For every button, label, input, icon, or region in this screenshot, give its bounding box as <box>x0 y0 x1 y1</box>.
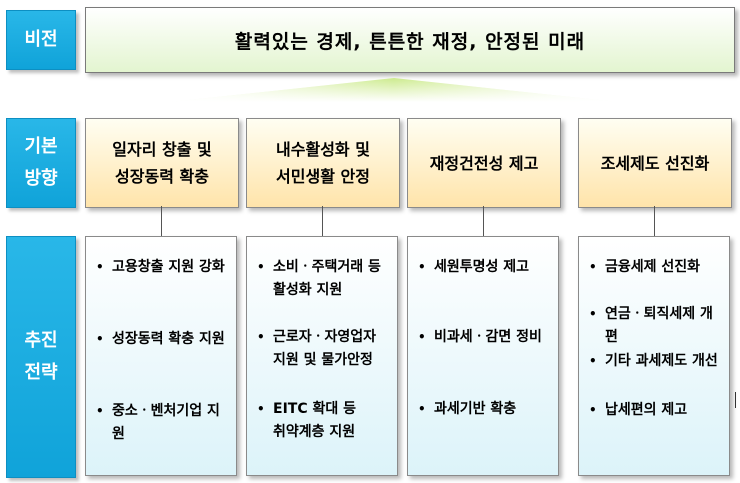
direction-4-line1: 조세제도 선진화 <box>600 153 710 173</box>
direction-label: 기본 방향 <box>6 118 76 208</box>
bullet-icon: • <box>96 404 104 418</box>
strategy-item-text: 소비ㆍ주택거래 등 활성화 지원 <box>273 259 381 298</box>
strategy-box-1: • 고용창출 지원 강화 • 성장동력 확충 지원 • 중소ㆍ벤처기업 지원 <box>85 236 237 476</box>
strategy-item-text: 근로자ㆍ자영업자 지원 및 물가안정 <box>273 329 377 368</box>
bullet-icon: • <box>589 260 597 274</box>
bullet-icon: • <box>589 354 597 368</box>
strategy-item: • 고용창출 지원 강화 <box>96 256 232 279</box>
direction-label-line2: 방향 <box>24 168 58 189</box>
strategy-label-line2: 전략 <box>24 362 58 383</box>
strategy-item-text: 비과세ㆍ감면 정비 <box>434 329 542 345</box>
strategy-box-4: • 금융세제 선진화 • 연금ㆍ퇴직세제 개편 • 기타 과세제도 개선 • 납… <box>578 236 730 476</box>
vision-text: 활력있는 경제, 튼튼한 재정, 안정된 미래 <box>234 30 586 53</box>
strategy-item: • 성장동력 확충 지원 <box>96 328 232 351</box>
direction-2-line2: 서민생활 안정 <box>276 167 370 186</box>
direction-1-line2: 성장동력 확충 <box>115 167 209 186</box>
strategy-item: • 중소ㆍ벤처기업 지원 <box>96 400 232 446</box>
strategy-box-3: • 세원투명성 제고 • 비과세ㆍ감면 정비 • 과세기반 확충 <box>407 236 559 476</box>
strategy-label: 추진 전략 <box>6 236 76 478</box>
connector-3 <box>483 206 484 237</box>
strategy-item-text: 연금ㆍ퇴직세제 개편 <box>605 306 713 345</box>
vision-box: 활력있는 경제, 튼튼한 재정, 안정된 미래 <box>85 7 735 73</box>
vision-arrow <box>170 78 618 102</box>
strategy-item: • 금융세제 선진화 <box>589 256 725 279</box>
strategy-item-text: 세원투명성 제고 <box>434 259 530 275</box>
direction-label-line1: 기본 <box>24 136 58 157</box>
bullet-icon: • <box>418 402 426 416</box>
strategy-item-text: 금융세제 선진화 <box>605 259 701 275</box>
direction-1-line1: 일자리 창출 및 <box>112 140 212 159</box>
strategy-item-text: 고용창출 지원 강화 <box>112 259 225 275</box>
bullet-icon: • <box>96 332 104 346</box>
direction-3-line1: 재정건전성 제고 <box>429 153 539 173</box>
strategy-item-text: 과세기반 확충 <box>434 401 517 417</box>
strategy-item: • 기타 과세제도 개선 <box>589 350 725 373</box>
strategy-box-2: • 소비ㆍ주택거래 등 활성화 지원 • 근로자ㆍ자영업자 지원 및 물가안정 … <box>246 236 398 476</box>
connector-1 <box>161 206 162 237</box>
strategy-item: • 비과세ㆍ감면 정비 <box>418 326 554 349</box>
bullet-icon: • <box>589 307 597 321</box>
strategy-item: • 납세편의 제고 <box>589 399 725 422</box>
connector-4 <box>654 206 655 237</box>
strategy-label-line1: 추진 <box>24 330 58 351</box>
direction-box-1: 일자리 창출 및 성장동력 확충 <box>85 118 239 208</box>
direction-2-line1: 내수활성화 및 <box>276 140 370 159</box>
bullet-icon: • <box>257 402 265 416</box>
bullet-icon: • <box>418 260 426 274</box>
strategy-item: • 근로자ㆍ자영업자 지원 및 물가안정 <box>257 326 393 372</box>
bullet-icon: • <box>257 330 265 344</box>
strategy-item: • 세원투명성 제고 <box>418 256 554 279</box>
bullet-icon: • <box>589 403 597 417</box>
connector-2 <box>322 206 323 237</box>
direction-box-3: 재정건전성 제고 <box>407 118 561 208</box>
direction-box-4: 조세제도 선진화 <box>578 118 732 208</box>
edge-divider <box>735 392 736 408</box>
vision-label: 비전 <box>6 10 76 70</box>
strategy-item: • 연금ㆍ퇴직세제 개편 <box>589 303 725 349</box>
strategy-item: • 과세기반 확충 <box>418 398 554 421</box>
strategy-item-text: 납세편의 제고 <box>605 402 688 418</box>
bullet-icon: • <box>96 260 104 274</box>
bullet-icon: • <box>418 330 426 344</box>
strategy-item-text: 중소ㆍ벤처기업 지원 <box>112 403 220 442</box>
vision-label-text: 비전 <box>24 29 58 50</box>
bullet-icon: • <box>257 260 265 274</box>
strategy-item: • 소비ㆍ주택거래 등 활성화 지원 <box>257 256 393 302</box>
strategy-item: • EITC 확대 등 취약계층 지원 <box>257 398 393 444</box>
strategy-item-text: 기타 과세제도 개선 <box>605 353 718 369</box>
strategy-item-text: EITC 확대 등 취약계층 지원 <box>273 401 356 440</box>
strategy-item-text: 성장동력 확충 지원 <box>112 331 225 347</box>
direction-box-2: 내수활성화 및 서민생활 안정 <box>246 118 400 208</box>
